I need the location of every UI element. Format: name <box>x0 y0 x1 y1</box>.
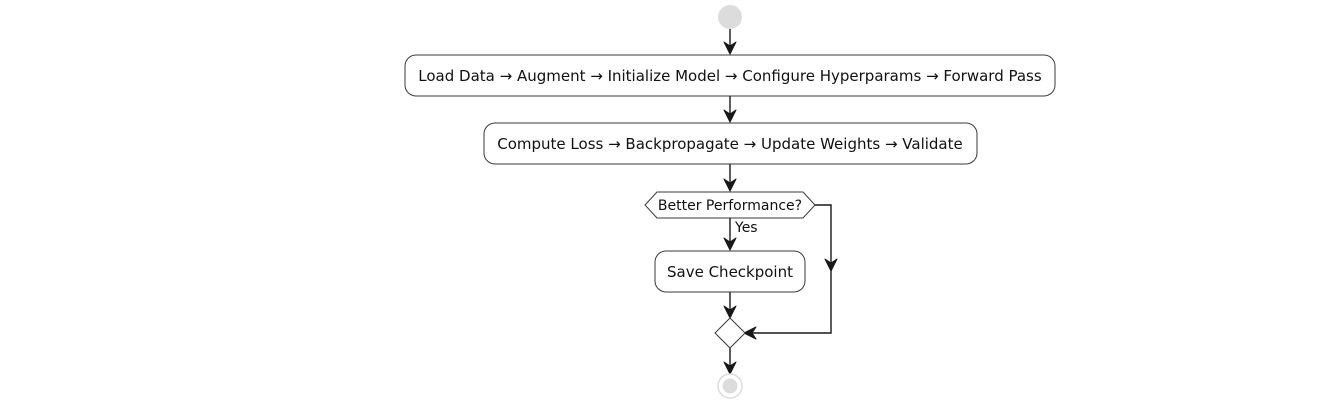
arrowhead-save-checkpoint <box>723 237 737 251</box>
step-load-data-chain-label: Load Data → Augment → Initialize Model →… <box>418 67 1042 85</box>
step-load-data-chain: Load Data → Augment → Initialize Model →… <box>404 54 1056 97</box>
arrowhead-merge-top <box>723 305 737 319</box>
guard-yes-label: Yes <box>734 220 758 236</box>
arrowhead-end <box>723 361 737 375</box>
arrowhead-decision <box>723 178 737 192</box>
merge-node <box>714 317 746 349</box>
step-compute-loss-chain-label: Compute Loss → Backpropagate → Update We… <box>497 135 962 153</box>
step-compute-loss-chain: Compute Loss → Backpropagate → Update We… <box>483 122 978 165</box>
end-node <box>717 373 743 399</box>
arrowhead-no-branch-down <box>824 258 838 272</box>
decision-better-performance: Better Performance? <box>644 191 816 219</box>
decision-better-performance-label: Better Performance? <box>658 198 802 214</box>
start-node <box>718 5 742 29</box>
arrowhead-step2 <box>723 109 737 123</box>
step-save-checkpoint-label: Save Checkpoint <box>667 263 793 281</box>
arrowhead-step1 <box>723 41 737 55</box>
step-save-checkpoint: Save Checkpoint <box>654 250 806 293</box>
arrowhead-merge-right <box>743 326 757 340</box>
